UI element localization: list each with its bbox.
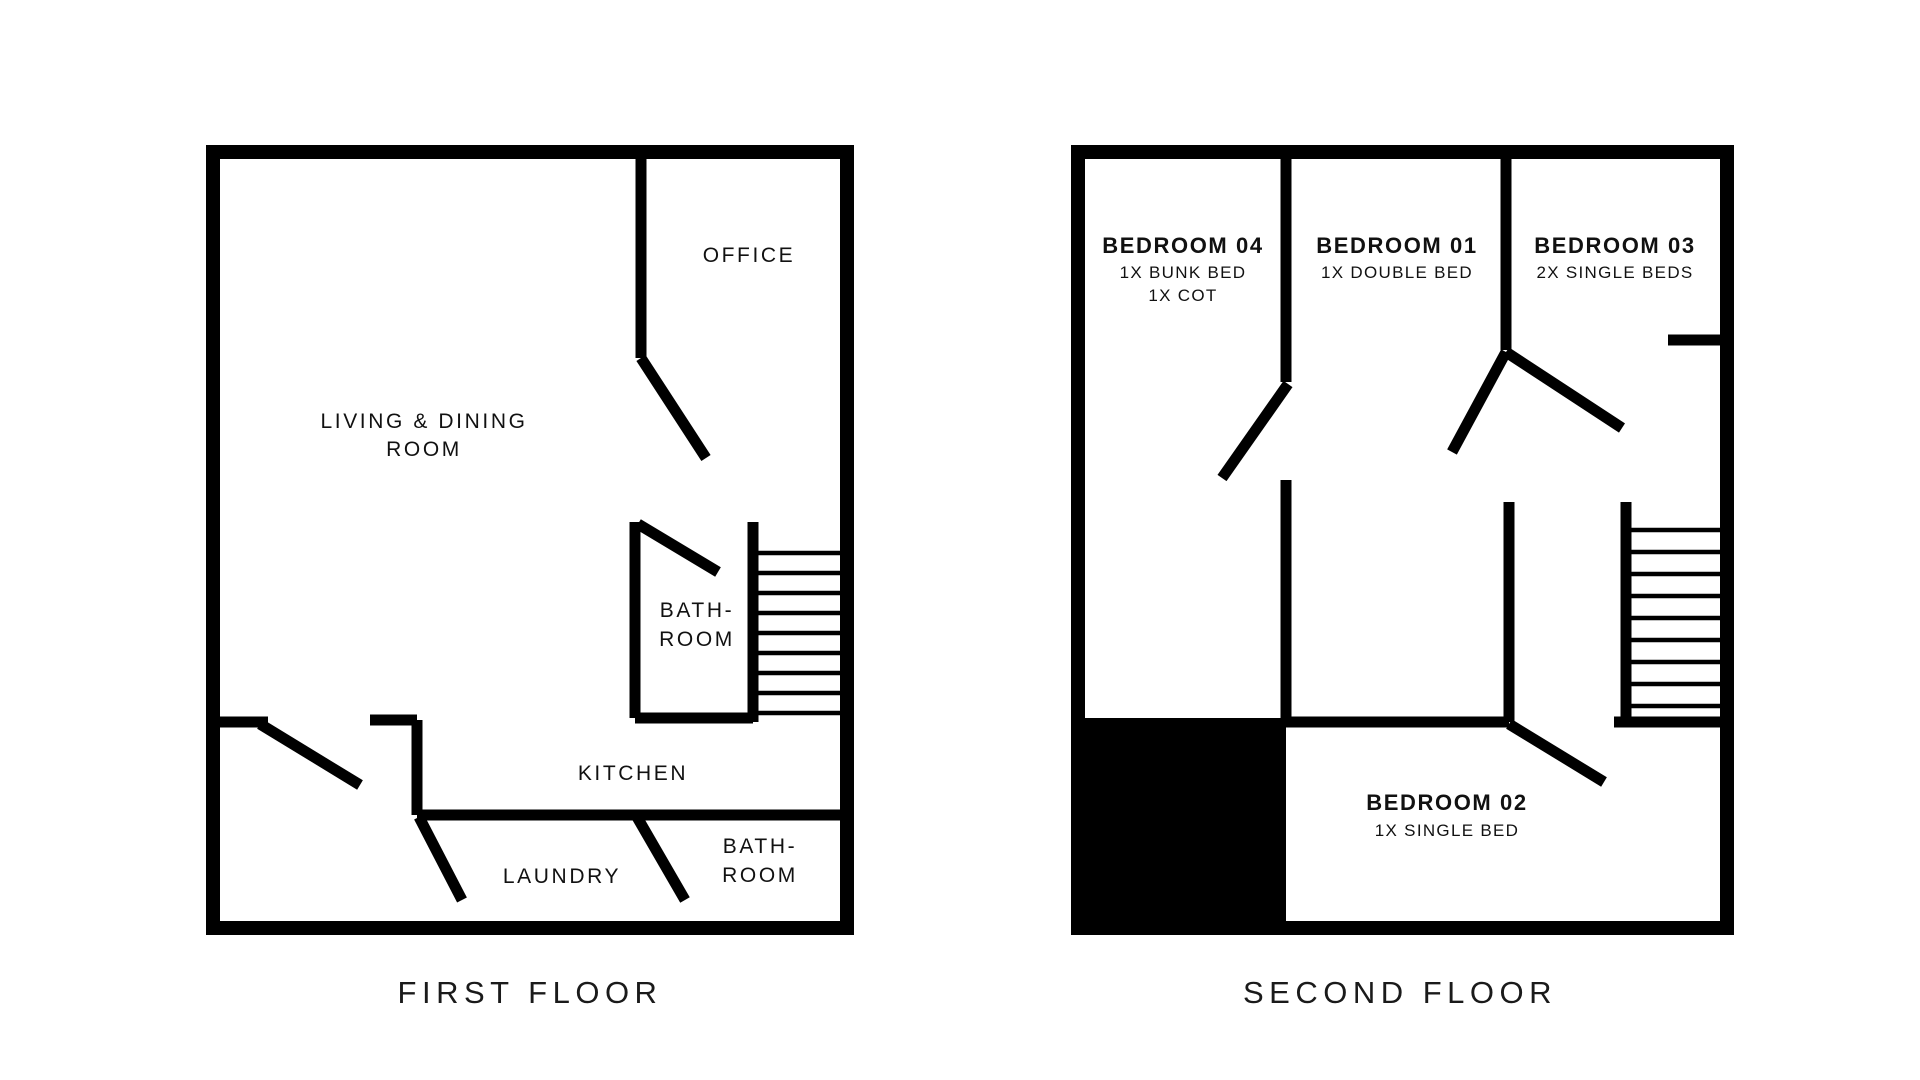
bedroom-01-door-swing	[1447, 349, 1511, 455]
staircase-treads	[755, 550, 847, 716]
second-floor-staircase	[1614, 502, 1727, 728]
room-label-bathroom-upper: BATH-	[660, 599, 734, 622]
second-floor-plan: BEDROOM 04 1X BUNK BED 1X COT BEDROOM 01…	[960, 0, 1920, 1080]
room-label-bedroom-04-detail-2: 1X COT	[1148, 286, 1217, 305]
first-floor-bathroom-walls	[629, 522, 753, 724]
bedroom-03-door-swing	[1502, 347, 1626, 433]
room-label-bedroom-03: BEDROOM 03	[1534, 233, 1695, 258]
room-label-bedroom-02: BEDROOM 02	[1366, 790, 1527, 815]
room-label-bedroom-01-detail-1: 1X DOUBLE BED	[1321, 263, 1473, 282]
bedroom-04-door-swing	[1217, 380, 1293, 482]
room-label-bedroom-02-detail-1: 1X SINGLE BED	[1375, 821, 1519, 840]
first-floor-plan: LIVING & DINING ROOM OFFICE BATH- ROOM K…	[206, 145, 854, 935]
first-floor-staircase	[747, 522, 847, 722]
kitchen-step-walls	[370, 714, 847, 821]
room-label-kitchen: KITCHEN	[578, 762, 688, 785]
room-label-bathroom-upper-line2: ROOM	[659, 628, 735, 651]
room-label-bedroom-03-detail-1: 2X SINGLE BEDS	[1536, 263, 1693, 282]
room-label-bathroom-lower: BATH-	[723, 835, 797, 858]
room-label-laundry: LAUNDRY	[503, 865, 621, 888]
room-label-bedroom-04: BEDROOM 04	[1102, 233, 1263, 258]
second-floor-void-block	[1078, 718, 1286, 928]
room-label-office: OFFICE	[703, 244, 796, 267]
room-label-bathroom-lower-line2: ROOM	[722, 864, 798, 887]
kitchen-left-walls	[213, 716, 363, 790]
second-floor-caption: SECOND FLOOR	[1242, 975, 1558, 1010]
room-label-living-dining: LIVING & DINING	[320, 410, 527, 433]
first-floor-bathroom-door-swing	[635, 519, 721, 577]
first-floor-bathroom-lower-door-swing	[632, 814, 690, 903]
office-door-swing	[636, 355, 711, 461]
staircase-treads	[1628, 527, 1727, 709]
laundry-door-swing	[414, 814, 467, 903]
bedroom-02-door-swing	[1506, 719, 1607, 787]
room-label-living-dining-line2: ROOM	[386, 438, 462, 461]
room-label-bedroom-04-detail-1: 1X BUNK BED	[1120, 263, 1247, 282]
first-floor-caption: FIRST FLOOR	[397, 975, 663, 1010]
room-label-bedroom-01: BEDROOM 01	[1316, 233, 1477, 258]
